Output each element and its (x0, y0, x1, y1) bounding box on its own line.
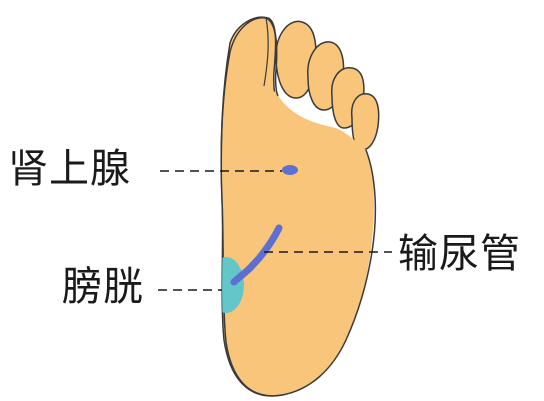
label-bladder: 膀胱 (62, 264, 144, 310)
ureter-line (230, 224, 283, 286)
foot-sole-icon (220, 16, 380, 397)
sole-outline (221, 149, 377, 397)
adrenal-point (282, 165, 298, 175)
label-adrenal: 肾上腺 (8, 146, 131, 192)
bladder-zone (221, 257, 244, 313)
sole-body-overlay (221, 91, 374, 396)
toe-big-crease (263, 17, 269, 87)
toe-big-outline (220, 17, 279, 201)
label-ureter: 输尿管 (398, 231, 521, 277)
